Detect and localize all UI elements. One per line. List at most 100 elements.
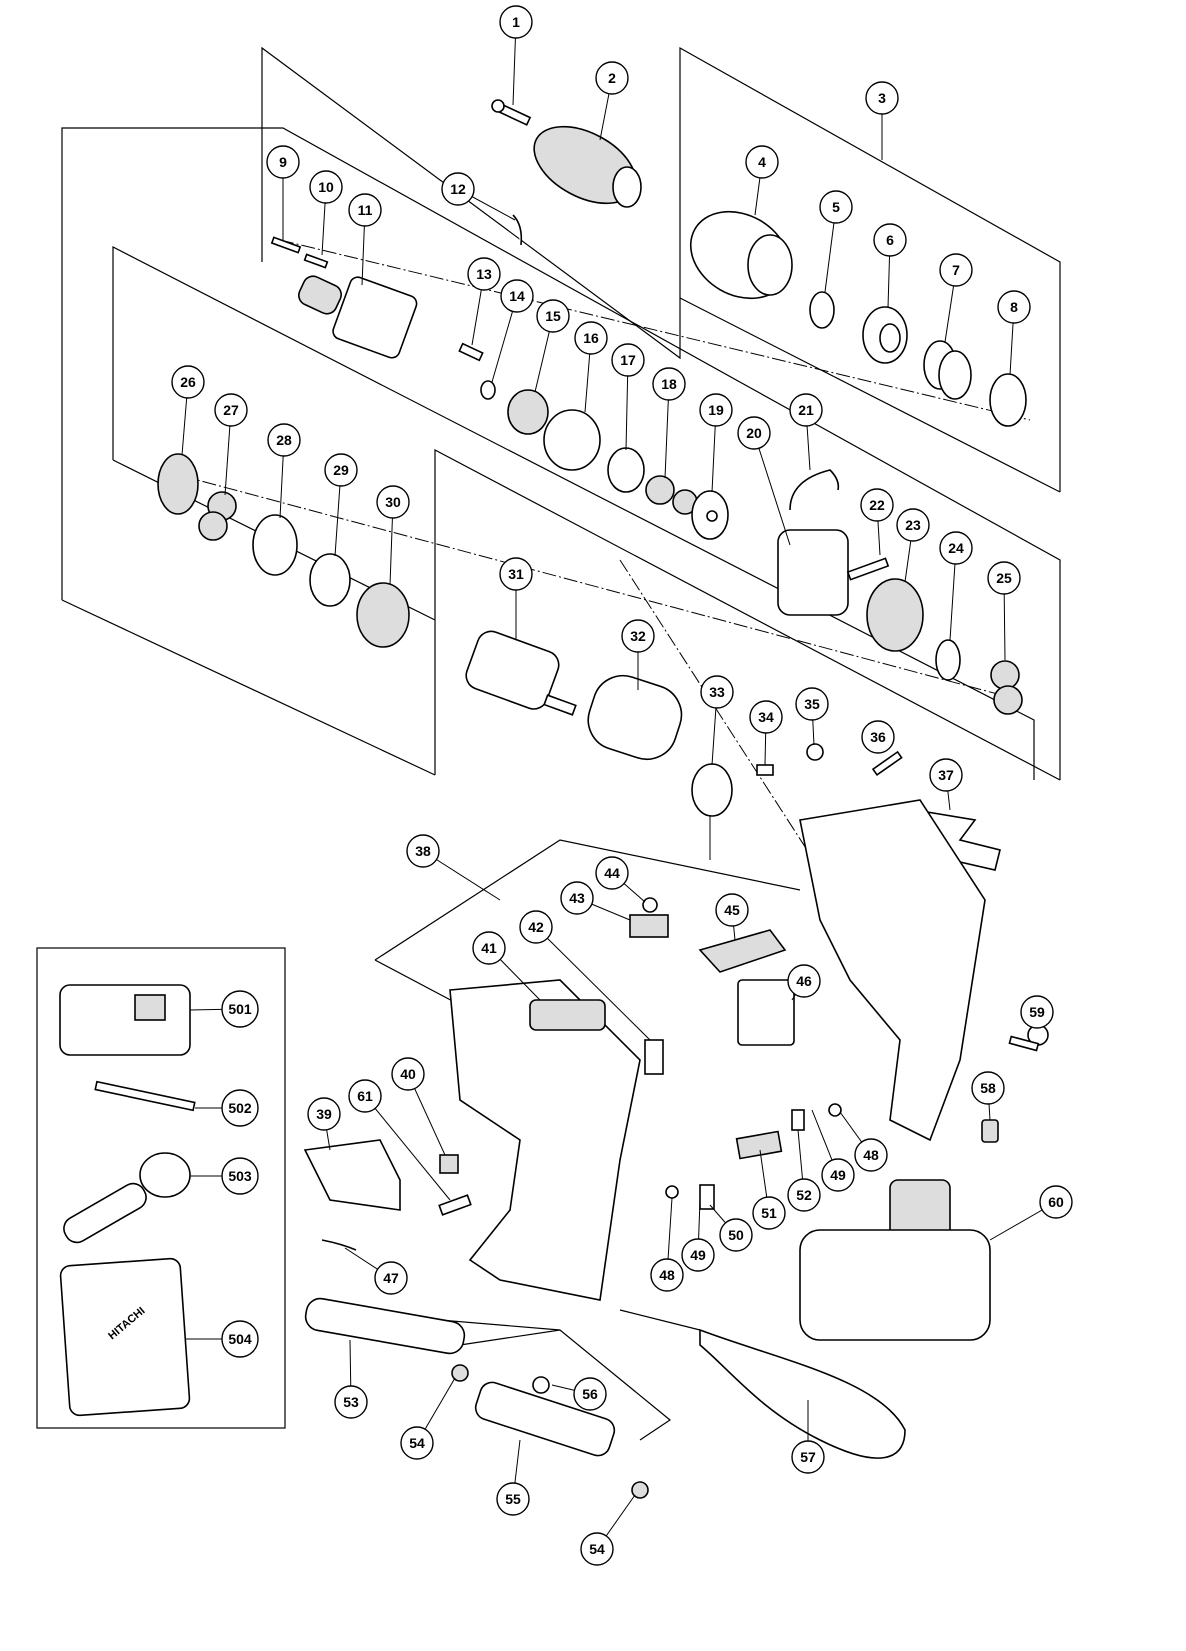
callout-circle <box>580 1532 614 1566</box>
part-502-bit <box>94 1080 196 1112</box>
callout-number: 50 <box>728 1227 744 1243</box>
callout-number: 12 <box>450 181 466 197</box>
callout-number: 52 <box>796 1187 812 1203</box>
callout-circle <box>749 700 783 734</box>
callout-circle <box>1039 1185 1073 1219</box>
callout-3: 3 <box>865 81 899 115</box>
part-15-gear <box>507 389 549 435</box>
callout-circle <box>987 561 1021 595</box>
callout-circle <box>650 1258 684 1292</box>
part-8-washer <box>989 373 1027 427</box>
callout-circle <box>573 1377 607 1411</box>
callout-18: 18 <box>652 367 686 401</box>
callout-36: 36 <box>861 720 895 754</box>
callout-4: 4 <box>745 145 779 179</box>
part-60-battery <box>799 1179 991 1341</box>
callout-circle <box>621 619 655 653</box>
callout-circle <box>376 485 410 519</box>
part-29-washer <box>309 553 351 607</box>
callout-number: 38 <box>415 843 431 859</box>
callout-circle <box>789 393 823 427</box>
part-42-bracket <box>644 1039 664 1075</box>
callout-circle <box>1020 995 1054 1029</box>
part-58-screw <box>981 1119 999 1143</box>
part-43-sensor <box>629 914 669 938</box>
callout-number: 61 <box>357 1088 373 1104</box>
callout-circle <box>221 1089 259 1127</box>
callout-number: 23 <box>905 517 921 533</box>
callout-22: 22 <box>860 488 894 522</box>
callout-8: 8 <box>997 290 1031 324</box>
callout-circle <box>406 834 440 868</box>
callout-circle <box>854 1138 888 1172</box>
part-36-screw <box>871 750 903 776</box>
callout-number: 42 <box>528 919 544 935</box>
callout-number: 25 <box>996 570 1012 586</box>
callout-circle <box>324 453 358 487</box>
callout-circle <box>499 5 533 39</box>
callout-number: 8 <box>1010 299 1018 315</box>
callout-59: 59 <box>1020 995 1054 1029</box>
callout-circle <box>896 508 930 542</box>
callout-35: 35 <box>795 687 829 721</box>
callout-number: 37 <box>938 767 954 783</box>
callout-number: 59 <box>1029 1004 1045 1020</box>
callout-circle <box>699 393 733 427</box>
callout-number: 13 <box>476 266 492 282</box>
part-13-pin <box>458 342 484 362</box>
callout-circle <box>652 367 686 401</box>
callout-number: 60 <box>1048 1194 1064 1210</box>
callout-circle <box>865 81 899 115</box>
part-40-button <box>439 1154 459 1174</box>
callout-48: 48 <box>854 1138 888 1172</box>
callout-504: 504 <box>221 1320 259 1358</box>
part-501-charger <box>59 984 191 1056</box>
callout-503: 503 <box>221 1157 259 1195</box>
part-2-keyless-chuck <box>533 125 642 208</box>
callout-circle <box>860 488 894 522</box>
callout-13: 13 <box>467 257 501 291</box>
part-50-terminal <box>699 1184 715 1210</box>
callout-number: 46 <box>796 973 812 989</box>
part-38-housing-set <box>449 799 986 1301</box>
callout-circle <box>939 531 973 565</box>
part-47-clip <box>321 1239 357 1251</box>
callout-number: 40 <box>400 1066 416 1082</box>
callout-number: 503 <box>228 1168 252 1184</box>
callout-1: 1 <box>499 5 533 39</box>
callout-number: 43 <box>569 890 585 906</box>
callout-number: 55 <box>505 1491 521 1507</box>
callout-7: 7 <box>939 253 973 287</box>
part-23-ring-gear <box>866 578 924 652</box>
callout-12: 12 <box>441 172 475 206</box>
part-22-screw <box>846 557 890 581</box>
part-33-brush-holder <box>691 763 733 860</box>
part-20-housing <box>777 529 849 616</box>
callout-number: 16 <box>583 330 599 346</box>
callout-number: 49 <box>830 1167 846 1183</box>
callout-circle <box>939 253 973 287</box>
callout-circle <box>715 893 749 927</box>
callout-circle <box>334 1385 368 1419</box>
part-56-screw <box>532 1376 550 1394</box>
callout-number: 15 <box>545 308 561 324</box>
callout-number: 41 <box>481 940 497 956</box>
callout-circle <box>873 223 907 257</box>
callout-number: 36 <box>870 729 886 745</box>
callout-28: 28 <box>267 423 301 457</box>
callout-number: 501 <box>228 1001 252 1017</box>
callout-number: 9 <box>279 154 287 170</box>
callout-54: 54 <box>400 1426 434 1460</box>
callout-circle <box>997 290 1031 324</box>
part-16-ring-gear <box>543 409 601 471</box>
callout-number: 18 <box>661 376 677 392</box>
callout-50: 50 <box>719 1218 753 1252</box>
part-45-label <box>698 929 787 973</box>
callout-number: 7 <box>952 262 960 278</box>
callout-33: 33 <box>700 675 734 709</box>
callout-60: 60 <box>1039 1185 1073 1219</box>
callout-circle <box>348 1079 382 1113</box>
callout-number: 56 <box>582 1386 598 1402</box>
callout-circle <box>472 931 506 965</box>
part-21-clip <box>789 469 840 511</box>
